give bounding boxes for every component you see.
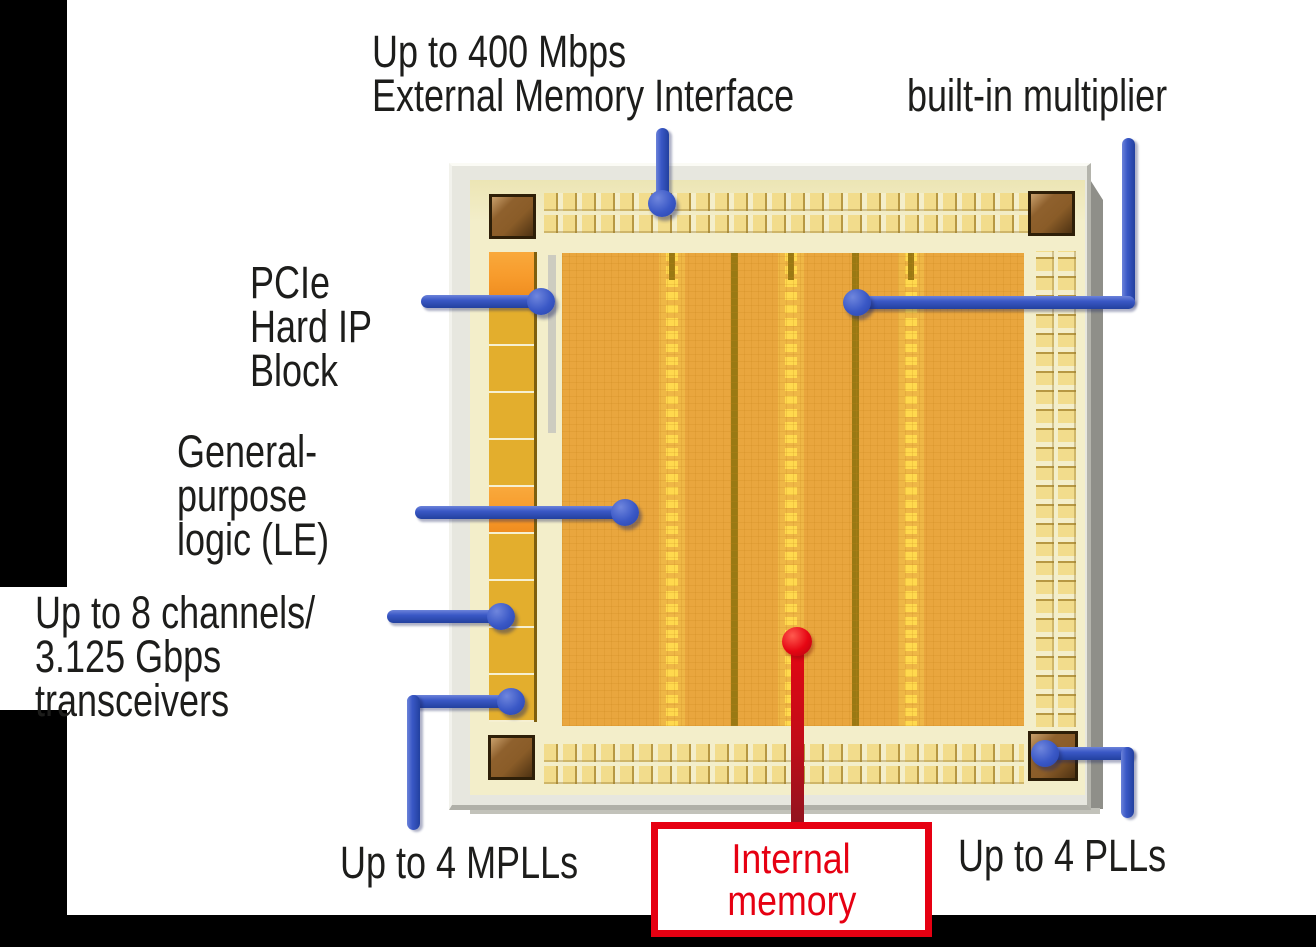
label-pcie: PCIe Hard IP Block: [250, 257, 373, 396]
chip-die: [449, 163, 1091, 810]
pad-row-top-2: [544, 215, 1033, 233]
label-pll-text: Up to 4 PLLs: [958, 830, 1167, 881]
annotation-dot-transceivers: [487, 603, 515, 630]
annotation-line-transceivers: [387, 610, 505, 623]
label-transceivers-line3: transceivers: [35, 675, 230, 726]
memory-column-dots-3: [905, 253, 917, 726]
annotation-line-pll-horizontal: [1045, 747, 1134, 760]
label-multiplier-text: built-in multiplier: [907, 70, 1168, 121]
column-stub-1: [669, 253, 675, 280]
annotation-line-pll-vertical: [1121, 747, 1134, 818]
label-multiplier: built-in multiplier: [907, 70, 1168, 121]
pcie-block-shadow-strip: [548, 255, 556, 433]
annotation-dot-logic: [611, 499, 639, 526]
label-mpll: Up to 4 MPLLs: [340, 837, 579, 888]
memory-column-band-3: [898, 253, 924, 726]
annotation-dot-pcie: [527, 288, 555, 315]
annotation-line-multiplier-vertical: [1122, 138, 1135, 306]
annotation-line-logic: [415, 506, 629, 519]
chip-drop-shadow-right: [1089, 178, 1103, 809]
label-memory-interface: Up to 400 Mbps External Memory Interface: [372, 26, 795, 121]
label-transceivers: Up to 8 channels/ 3.125 Gbps transceiver…: [35, 587, 316, 726]
column-stub-2: [788, 253, 794, 280]
pad-column-right-2: [1058, 251, 1076, 727]
label-transceivers-line2: 3.125 Gbps: [35, 631, 222, 682]
annotation-dot-multiplier: [843, 289, 871, 316]
corner-pad-top-right: [1028, 191, 1075, 236]
label-pcie-line2: Hard IP: [250, 301, 373, 352]
mask-bar-left-top: [0, 0, 67, 587]
label-logic-line2: purpose: [177, 470, 308, 521]
io-block-orange-top: [489, 252, 534, 297]
label-pcie-line1: PCIe: [250, 257, 331, 308]
label-logic: General- purpose logic (LE): [177, 426, 330, 565]
annotation-dot-mpll: [497, 688, 525, 715]
label-logic-line3: logic (LE): [177, 514, 330, 565]
annotation-line-pcie: [421, 295, 545, 308]
pad-column-right-1: [1036, 251, 1054, 727]
label-memory-interface-line1: Up to 400 Mbps: [372, 26, 627, 77]
label-logic-line1: General-: [177, 426, 318, 477]
pad-row-bottom-1: [544, 744, 1024, 762]
corner-pad-top-left: [489, 194, 536, 239]
mask-bar-left-bottom: [0, 710, 67, 916]
annotation-line-mpll-vertical: [407, 695, 420, 830]
annotation-line-mpll-horizontal: [407, 695, 515, 708]
annotation-dot-memory-interface: [648, 190, 676, 217]
annotation-dot-pll: [1031, 740, 1059, 767]
multiplier-column-2: [852, 253, 859, 726]
label-transceivers-line1: Up to 8 channels/: [35, 587, 316, 638]
annotation-line-internal-memory: [791, 643, 804, 828]
label-internal-memory-box: Internal memory: [651, 822, 932, 937]
annotation-line-memory-interface: [656, 128, 669, 198]
transceiver-block-column: [489, 252, 537, 722]
multiplier-column-1: [731, 253, 738, 726]
corner-pad-bottom-left: [488, 735, 535, 780]
label-pcie-line3: Block: [250, 345, 339, 396]
memory-column-dots-1: [666, 253, 678, 726]
annotation-dot-internal-memory: [782, 627, 812, 656]
pad-row-bottom-2: [544, 766, 1024, 784]
chip-drop-shadow-bottom: [470, 808, 1100, 814]
column-stub-3: [908, 253, 914, 280]
pad-row-top-1: [544, 193, 1033, 211]
label-memory-interface-line2: External Memory Interface: [372, 70, 795, 121]
memory-column-band-1: [659, 253, 685, 726]
label-internal-memory-line2: memory: [727, 876, 856, 924]
label-internal-memory-line1: Internal: [731, 834, 852, 882]
label-mpll-text: Up to 4 MPLLs: [340, 837, 579, 888]
label-pll: Up to 4 PLLs: [958, 830, 1167, 881]
annotation-line-multiplier-horizontal: [856, 296, 1135, 309]
